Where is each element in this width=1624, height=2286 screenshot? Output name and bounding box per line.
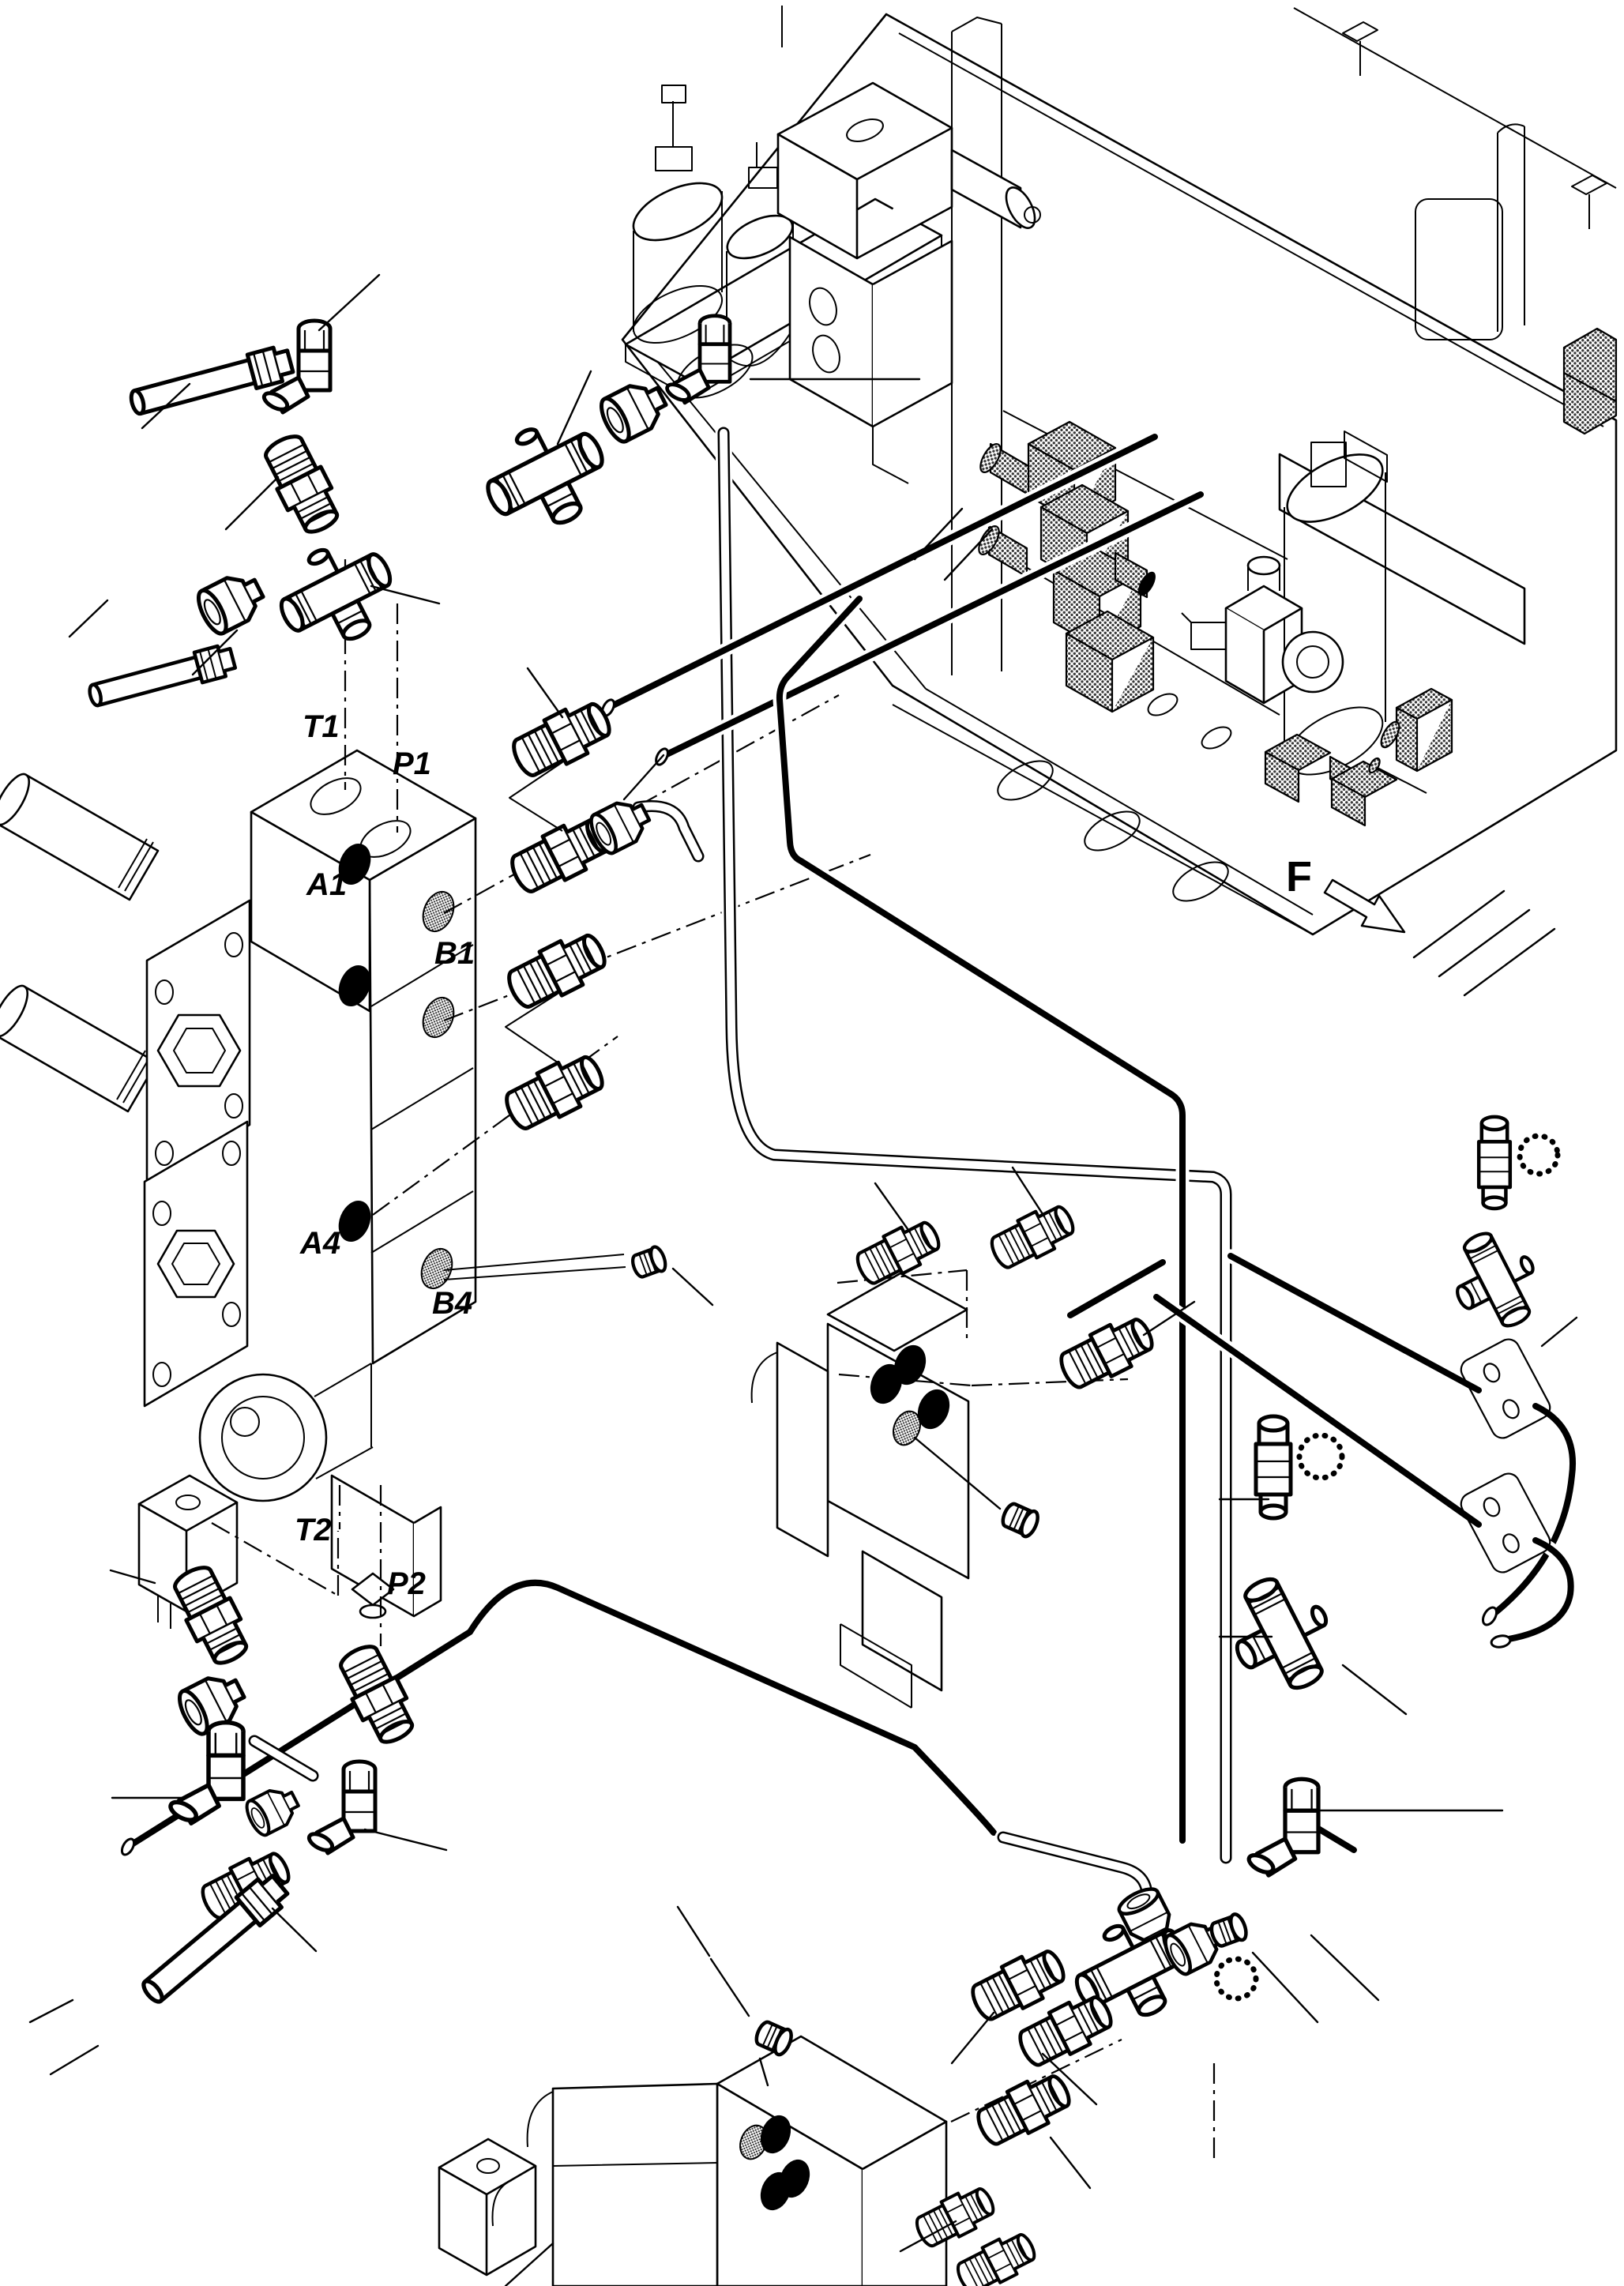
frame-accumulator (1278, 431, 1526, 776)
view-label-f: F (1286, 853, 1312, 900)
cap-chain-3 (1213, 1956, 1259, 2002)
fitting-plug-center (999, 1501, 1041, 1539)
frame-filter-canisters (632, 6, 794, 367)
centerlines (211, 559, 1226, 2164)
port-dot-center-4 (893, 1410, 921, 1446)
hose-tube-elbow (632, 800, 705, 863)
hose-elbow-pipe-2 (1490, 1533, 1578, 1649)
hose-end-1 (128, 344, 295, 420)
gray-solenoid-manifold (978, 420, 1156, 713)
fitting-nipple-t2 (167, 1561, 256, 1671)
steel-pipe-6 (1149, 1290, 1486, 1532)
fitting-nipple-p2 (333, 1640, 422, 1750)
steel-pipe-1 (601, 430, 1162, 715)
fitting-nipple-8 (1054, 1310, 1159, 1394)
steel-tube-vertical (715, 424, 1235, 1867)
port-label-b4: B4 (432, 1286, 472, 1321)
fitting-cap-1 (194, 567, 270, 637)
fitting-tee-1 (265, 527, 409, 663)
port-dot-center-3 (917, 1389, 950, 1430)
leader-lines (28, 273, 1578, 2286)
steel-pipe-5 (1224, 1249, 1486, 1397)
check-valve-1 (1256, 1416, 1291, 1518)
port-label-p1: P1 (393, 746, 431, 781)
port-label-a4: A4 (299, 1226, 340, 1261)
fitting-cap-7 (242, 1782, 303, 1838)
fitting-nipple-10 (953, 2228, 1040, 2286)
port-label-b1: B1 (434, 936, 475, 971)
steel-pipe-4 (121, 1576, 1001, 1854)
fitting-nipple-13 (972, 2067, 1076, 2151)
cap-chain-1 (1296, 1432, 1345, 1481)
fitting-tee-4 (1438, 1219, 1553, 1341)
port-label-a1: A1 (306, 867, 347, 902)
port-dot-a1 (338, 843, 371, 885)
check-valve-2 (1479, 1117, 1510, 1209)
port-dot-bottom-4 (760, 2171, 791, 2211)
frame-solenoid-valve (1181, 555, 1344, 705)
gray-bracket-right-edge (1562, 327, 1618, 435)
port-label-t2: T2 (295, 1513, 332, 1547)
fitting-tee-2 (470, 404, 622, 547)
hose-tube-bottom-right (994, 1829, 1156, 1904)
fittings (86, 316, 1561, 2286)
fitting-nipple-7 (986, 1199, 1079, 1274)
steel-pipe-stub-2 (1307, 1819, 1361, 1857)
gray-fitting-cluster (1264, 733, 1398, 827)
port-dot-b2 (422, 996, 455, 1039)
machine-frame (621, 6, 1618, 936)
fitting-tee-elbow (167, 1723, 243, 1824)
steel-pipe-2 (655, 487, 1208, 764)
fitting-plug-b4 (630, 1245, 668, 1280)
fitting-nipple-2 (507, 695, 617, 784)
steel-tube-stub (248, 1735, 319, 1782)
port-dot-b1 (422, 890, 455, 933)
gray-valve-right (1368, 687, 1453, 794)
steel-pipe-3 (773, 592, 1190, 1848)
left-valve-bank (0, 749, 714, 1629)
port-dot-center-2 (870, 1363, 903, 1404)
fitting-elbow-3 (1246, 1779, 1318, 1875)
port-dot-a2 (338, 964, 371, 1007)
cap-chain-2 (1517, 1133, 1561, 1177)
hose-elbow-pipe-1 (1481, 1399, 1580, 1626)
bottom-valve-block (438, 1905, 948, 2286)
fitting-nipple-4 (502, 927, 612, 1015)
labels: T1 P1 A1 B1 A4 B4 T2 P2 F (295, 709, 1406, 1601)
steel-pipe-stub-1 (1063, 1255, 1170, 1322)
view-direction-arrow (1323, 878, 1406, 934)
center-valve-block (750, 1272, 1002, 1709)
port-dot-center-1 (893, 1344, 927, 1386)
port-label-p2: P2 (387, 1566, 426, 1601)
pipes (120, 424, 1580, 1904)
port-dot-b4 (420, 1247, 453, 1290)
valve-canister (198, 1373, 328, 1502)
port-label-t1: T1 (303, 709, 340, 744)
port-dot-a4 (338, 1200, 371, 1243)
port-dot-bottom-2 (760, 2115, 791, 2154)
